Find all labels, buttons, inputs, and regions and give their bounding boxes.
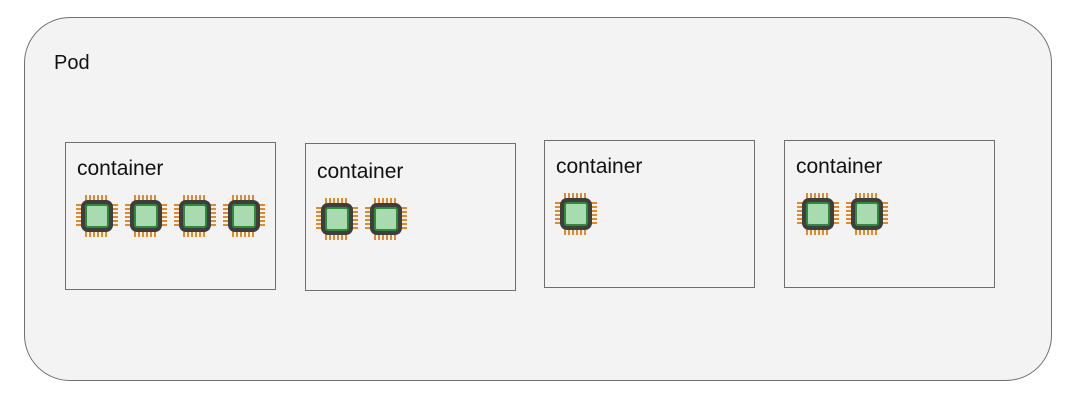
container-box: container	[784, 140, 995, 288]
pod-label: Pod	[54, 52, 90, 74]
cpu-chip-icon	[124, 194, 168, 238]
cpu-chip-icon	[173, 194, 217, 238]
cpu-chip-group	[795, 191, 890, 237]
container-label: container	[796, 155, 883, 178]
cpu-chip-icon	[845, 192, 889, 236]
cpu-chip-group	[74, 193, 267, 239]
cpu-chip-icon	[315, 197, 359, 241]
cpu-chip-icon	[796, 192, 840, 236]
container-box: container	[544, 140, 755, 288]
cpu-chip-group	[553, 191, 599, 237]
container-box: container	[305, 143, 516, 291]
cpu-chip-icon	[75, 194, 119, 238]
cpu-chip-icon	[554, 192, 598, 236]
cpu-chip-icon	[222, 194, 266, 238]
container-label: container	[556, 155, 643, 178]
container-box: container	[65, 142, 276, 290]
container-label: container	[77, 157, 164, 180]
cpu-chip-group	[314, 196, 409, 242]
cpu-chip-icon	[364, 197, 408, 241]
container-label: container	[317, 160, 404, 183]
